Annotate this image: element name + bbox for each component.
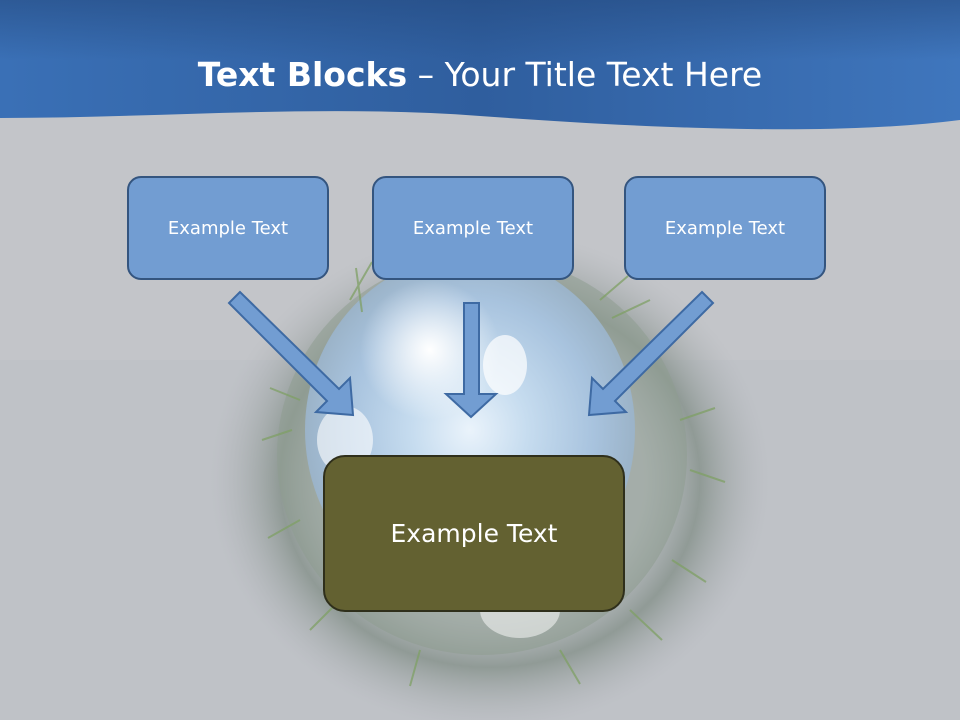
text-block-top-left[interactable]: Example Text xyxy=(127,176,329,280)
text-block-top-right[interactable]: Example Text xyxy=(624,176,826,280)
text-block-top-center[interactable]: Example Text xyxy=(372,176,574,280)
title-rest-part: – Your Title Text Here xyxy=(407,55,763,94)
text-block-main[interactable]: Example Text xyxy=(323,455,625,612)
title-bold-part: Text Blocks xyxy=(197,55,408,94)
slide-title: Text Blocks – Your Title Text Here xyxy=(0,52,960,98)
